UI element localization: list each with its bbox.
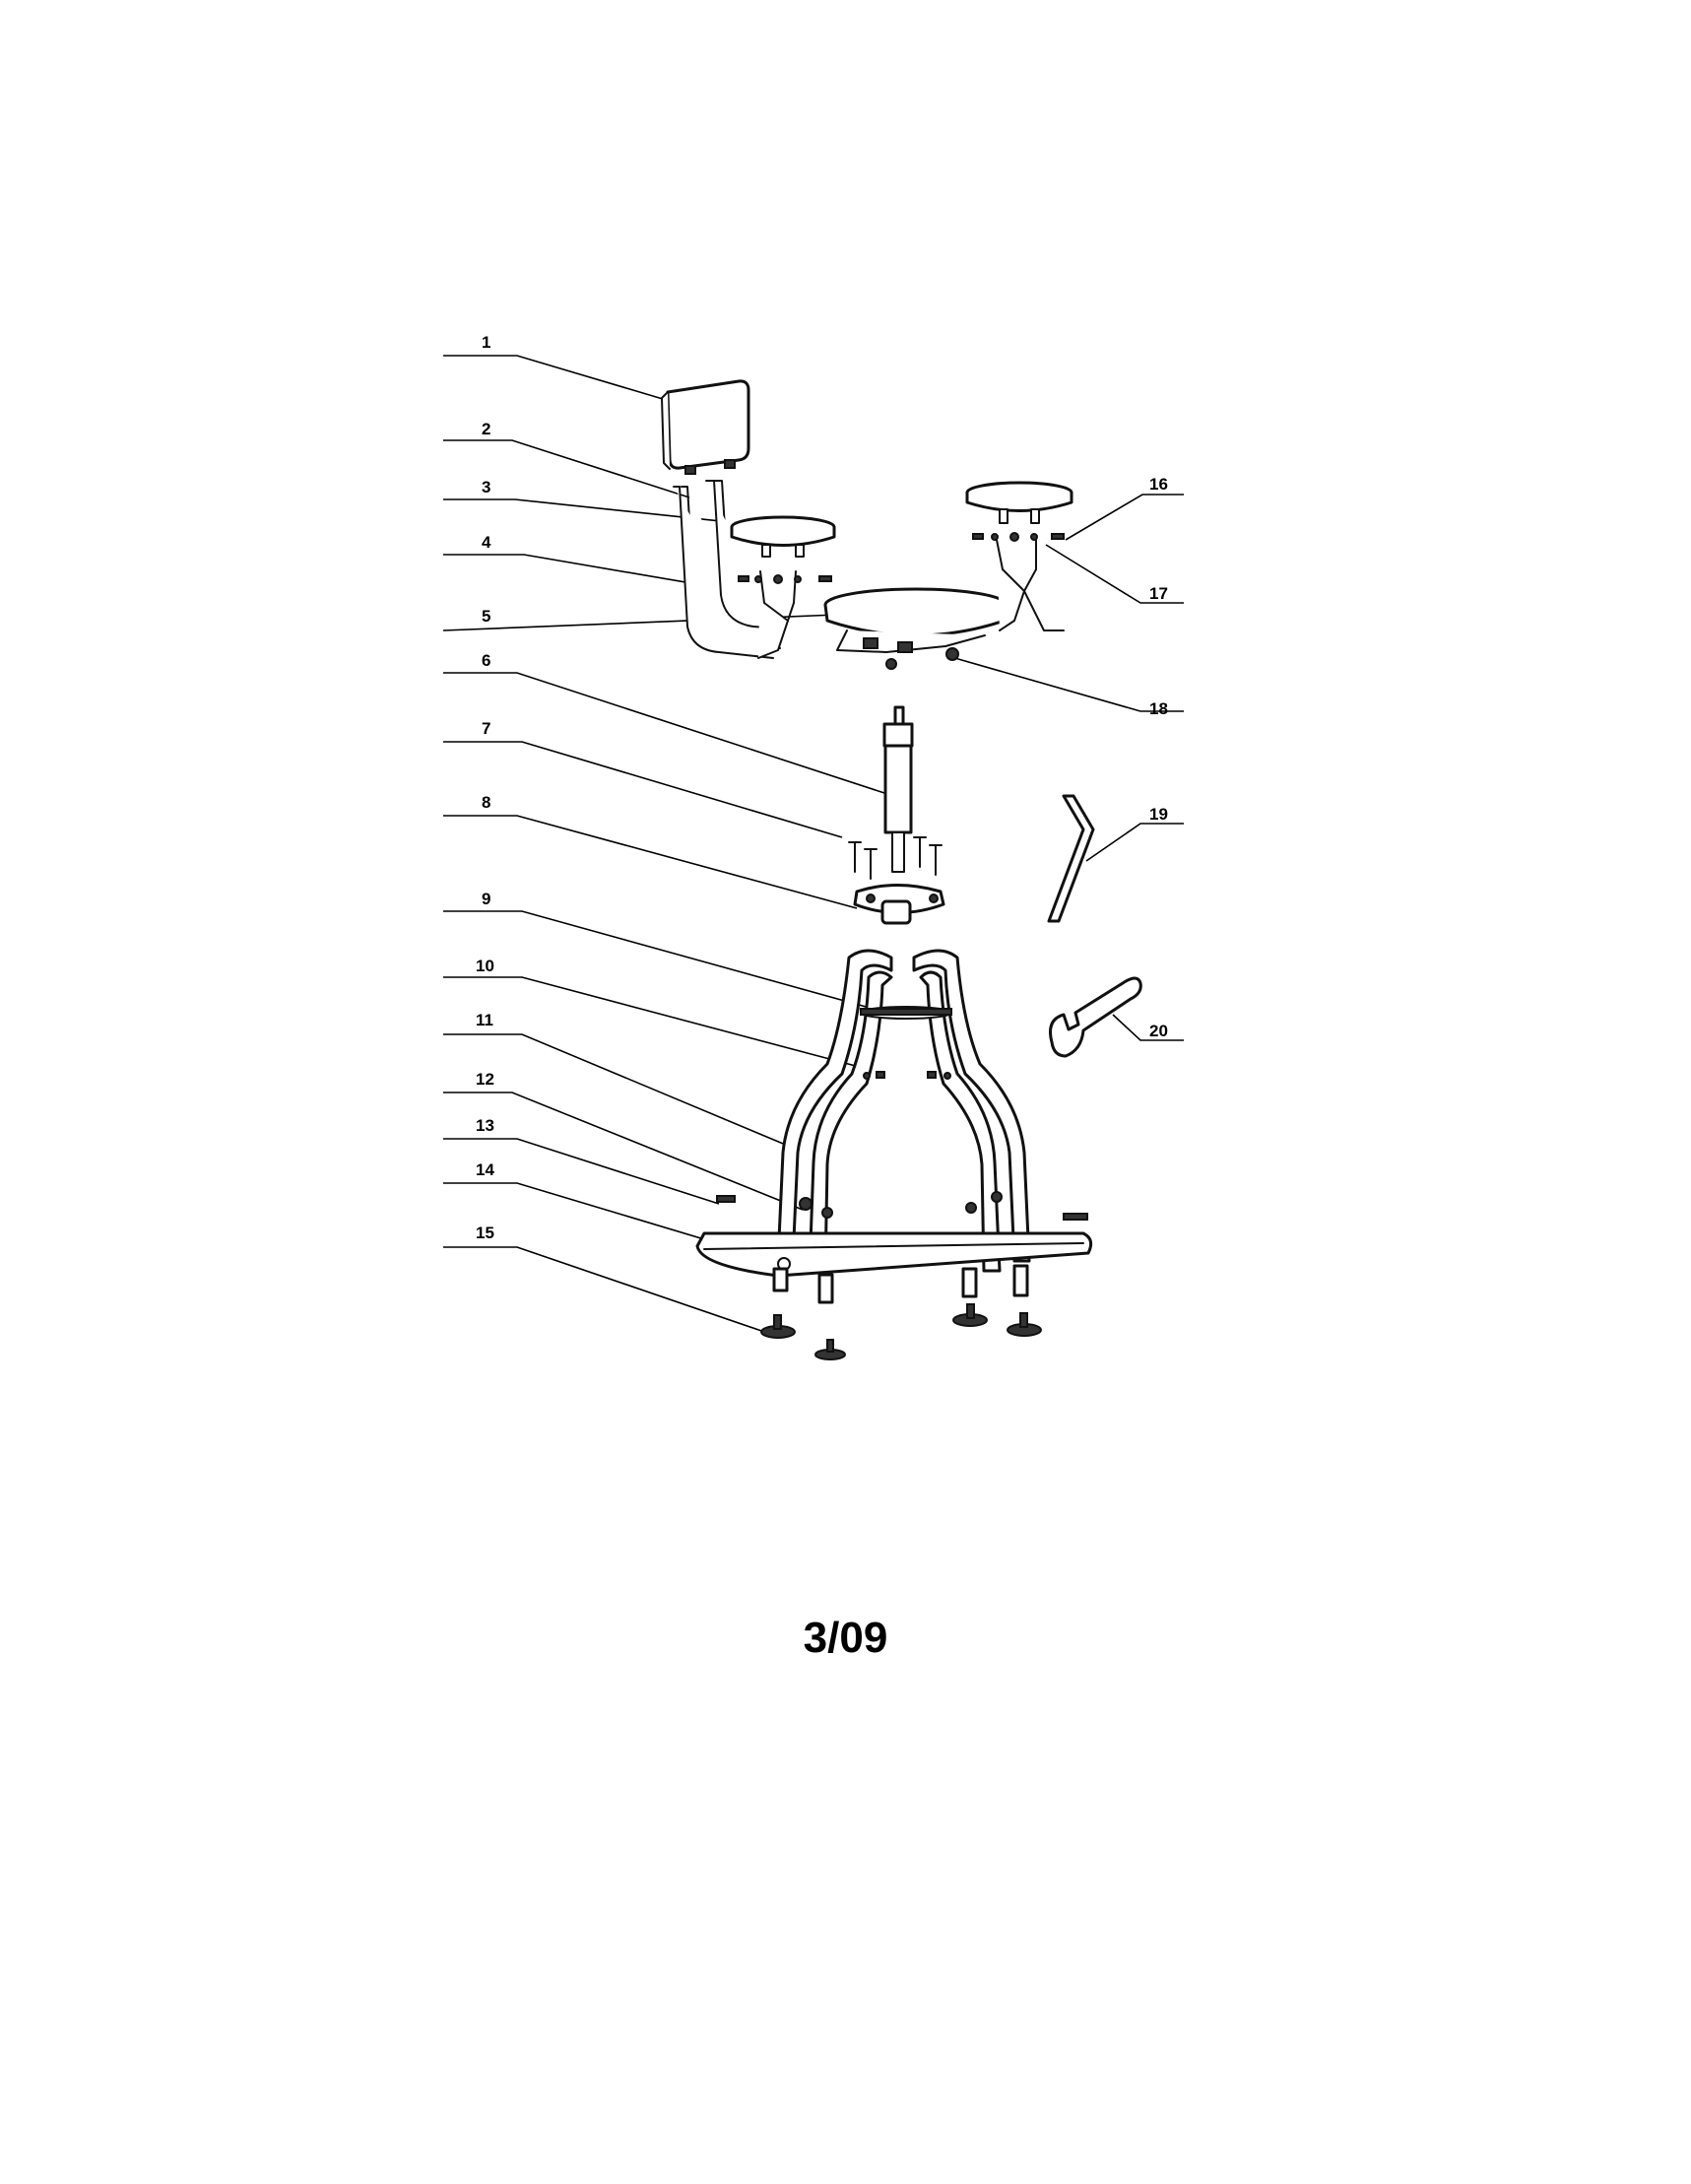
callout-3: 3: [443, 478, 759, 526]
callout-8-leader: [443, 815, 858, 909]
callout-18-leader: [950, 656, 1184, 712]
gas-cylinder: [882, 705, 914, 873]
callout-13: 13: [443, 1116, 720, 1205]
right-armrest-bracket: [972, 532, 1065, 631]
callout-20: 20: [1112, 1014, 1184, 1041]
callout-7-number: 7: [482, 719, 490, 738]
callout-20-number: 20: [1149, 1022, 1168, 1040]
left-armrest-bracket: [738, 570, 832, 659]
adjustment-knob: [945, 647, 959, 661]
leveling-feet: [760, 1303, 1042, 1360]
callout-15-leader: [443, 1246, 774, 1336]
callout-6: 6: [443, 651, 885, 794]
backrest-bars: [673, 480, 784, 659]
stand-frame: [776, 949, 1031, 1273]
callout-16: 16: [1065, 475, 1184, 541]
callout-17: 17: [1045, 544, 1184, 604]
callout-17-leader: [1045, 544, 1184, 604]
callout-9: 9: [443, 890, 878, 1011]
callout-9-leader: [443, 910, 878, 1011]
callout-14: 14: [443, 1160, 735, 1249]
callout-13-number: 13: [476, 1116, 494, 1135]
callout-3-leader: [443, 498, 759, 526]
callout-10: 10: [443, 957, 868, 1070]
base-plate: [853, 884, 945, 925]
callout-16-leader: [1065, 494, 1184, 541]
callout-4-leader: [443, 554, 761, 596]
callout-2: 2: [443, 420, 690, 498]
callout-20-leader: [1112, 1014, 1184, 1041]
callout-11: 11: [443, 1011, 789, 1147]
frame-fasteners: [716, 1191, 1088, 1221]
callout-16-number: 16: [1149, 475, 1168, 494]
seat: [823, 587, 1008, 670]
callout-10-number: 10: [476, 957, 494, 975]
open-wrench: [1049, 976, 1142, 1058]
callout-14-leader: [443, 1182, 735, 1249]
page-number: 3/09: [803, 1614, 888, 1662]
callout-1-number: 1: [482, 333, 490, 352]
right-armrest-pad: [965, 481, 1073, 524]
callout-19-number: 19: [1149, 805, 1168, 824]
callout-12-number: 12: [476, 1070, 494, 1089]
callout-2-number: 2: [482, 420, 490, 438]
callout-4-number: 4: [482, 533, 491, 552]
callout-18-number: 18: [1149, 699, 1168, 718]
callout-3-number: 3: [482, 478, 490, 496]
callout-10-leader: [443, 976, 868, 1070]
callout-8: 8: [443, 793, 858, 909]
callout-15-number: 15: [476, 1224, 494, 1242]
callout-9-number: 9: [482, 890, 490, 908]
callout-12-leader: [443, 1092, 804, 1211]
callout-12: 12: [443, 1070, 804, 1211]
callout-11-leader: [443, 1033, 789, 1147]
callout-2-leader: [443, 439, 690, 498]
callout-8-number: 8: [482, 793, 490, 812]
callout-15: 15: [443, 1224, 774, 1336]
callout-17-number: 17: [1149, 584, 1168, 603]
bolts: [848, 836, 943, 880]
hex-key: [1047, 794, 1095, 923]
callout-1-leader: [443, 355, 674, 403]
callout-7-leader: [443, 741, 843, 838]
callout-13-leader: [443, 1138, 720, 1205]
callout-1: 1: [443, 333, 674, 403]
callout-19-leader: [1085, 823, 1184, 862]
callout-14-number: 14: [476, 1160, 494, 1179]
callout-19: 19: [1085, 805, 1184, 862]
callout-5-number: 5: [482, 607, 490, 626]
callout-18: 18: [950, 656, 1184, 718]
backrest-pad: [661, 379, 750, 475]
callout-11-number: 11: [476, 1011, 493, 1029]
left-armrest-pad: [730, 515, 836, 558]
base-bar: [695, 1231, 1093, 1304]
callout-7: 7: [443, 719, 843, 838]
callout-4: 4: [443, 533, 761, 596]
callout-6-leader: [443, 672, 885, 794]
callout-6-number: 6: [482, 651, 490, 670]
